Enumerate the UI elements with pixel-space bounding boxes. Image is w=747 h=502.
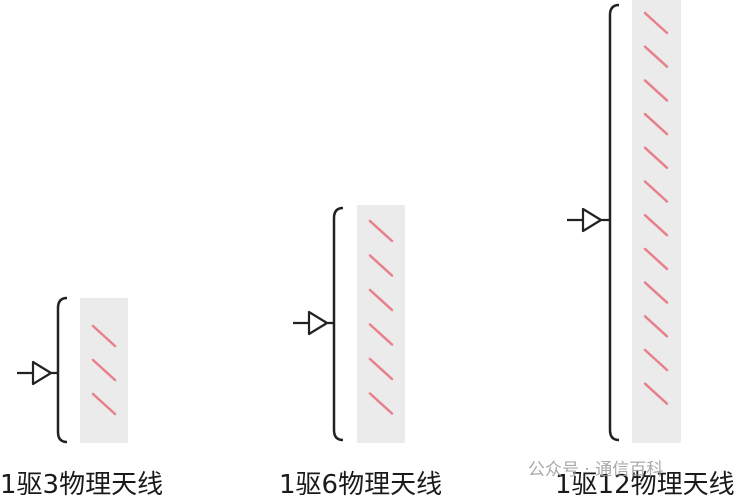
radiating-elements-3: [643, 11, 669, 405]
driver-symbol-3: [567, 207, 610, 233]
caption-group-3: 1驱12物理天线: [555, 470, 735, 500]
radiating-elements-1: [91, 324, 117, 416]
radiating-element: [91, 392, 117, 416]
radiating-element: [91, 324, 117, 348]
antenna-group-3: [567, 0, 681, 443]
antenna-group-1: [17, 296, 128, 444]
feed-bracket-2: [332, 206, 344, 442]
radiating-element: [643, 315, 669, 338]
radiating-element: [368, 219, 394, 243]
radiating-element: [368, 323, 394, 346]
radiating-element: [368, 357, 394, 381]
radiating-element: [643, 180, 669, 203]
caption-group-2: 1驱6物理天线: [279, 470, 443, 500]
radiating-element: [643, 213, 669, 237]
antenna-panel-3: [632, 0, 681, 443]
radiating-element: [643, 382, 669, 405]
radiating-element: [643, 247, 669, 271]
antenna-group-2: [293, 205, 405, 443]
radiating-element: [643, 146, 669, 170]
radiating-elements-2: [368, 219, 394, 415]
radiating-element: [643, 348, 669, 372]
radiating-element: [368, 288, 394, 312]
radiating-element: [368, 392, 394, 415]
driver-symbol-1: [17, 360, 58, 386]
radiating-element: [91, 358, 117, 382]
radiating-element: [368, 254, 394, 277]
feed-bracket-3: [608, 3, 620, 442]
radiating-element: [643, 45, 669, 68]
radiating-element: [643, 112, 669, 136]
watermark: 公众号 · 通信百科: [528, 460, 664, 480]
radiating-element: [643, 11, 669, 35]
radiating-element: [643, 281, 669, 304]
radiating-element: [643, 79, 669, 102]
caption-group-1: 1驱3物理天线: [0, 470, 164, 500]
driver-symbol-2: [293, 310, 334, 336]
feed-bracket-1: [56, 296, 68, 444]
antenna-panel-2: [357, 205, 405, 443]
